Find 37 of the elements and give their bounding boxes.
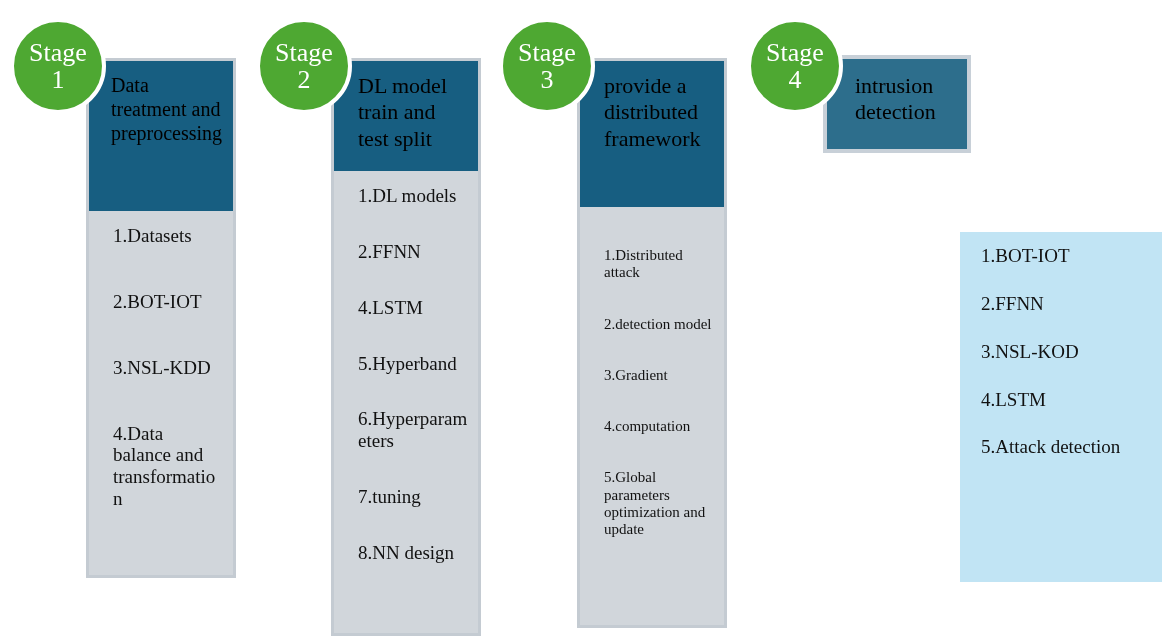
stage-label: Stage 1 (29, 38, 87, 94)
list-item: 2.FFNN (358, 240, 422, 263)
header-box (89, 61, 233, 211)
header-text: DL model train and test split (358, 73, 448, 153)
list-item: 1.DL models (358, 185, 458, 207)
list-item: 5.Hyperband (358, 352, 458, 375)
list-item: 5.Global parameters optimization and update (604, 469, 707, 539)
list-item: 2.BOT-IOT (113, 290, 203, 313)
stage-label: Stage 3 (518, 38, 576, 94)
list-panel (86, 58, 236, 578)
list-item: 4.LSTM (358, 296, 424, 319)
list-panel (577, 58, 727, 628)
stage-label: Stage 2 (275, 38, 333, 94)
list-item: 6.Hyperparameters (358, 408, 469, 453)
list-item: 5.Attack detection (981, 436, 1122, 459)
list-panel (331, 58, 481, 636)
list-item: 4.LSTM (981, 388, 1047, 411)
list-item: 3.Gradient (604, 366, 669, 384)
list-item: 1.BOT-IOT (981, 245, 1071, 267)
list-item: 4.computation (604, 418, 692, 436)
list-item: 3.NSL-KDD (113, 356, 212, 379)
header-text: intrusion detection (855, 73, 937, 126)
list-item: 3.NSL-KOD (981, 340, 1080, 363)
list-item: 2.detection model (604, 315, 713, 333)
header-box (334, 61, 478, 171)
header-box (823, 55, 971, 153)
header-text: provide a distributed framework (604, 73, 702, 153)
list-panel (960, 232, 1162, 582)
header-box (580, 61, 724, 207)
list-item: 1.Distributed attack (604, 247, 684, 282)
list-item: 7.tuning (358, 486, 422, 508)
list-item: 1.Datasets (113, 225, 193, 247)
list-item: 8.NN design (358, 541, 456, 564)
list-item: 2.FFNN (981, 292, 1045, 315)
header-text: Data treatment and preprocessing (111, 73, 224, 145)
stage-label: Stage 4 (766, 38, 824, 94)
list-item: 4.Data balance and transformation (113, 422, 217, 510)
